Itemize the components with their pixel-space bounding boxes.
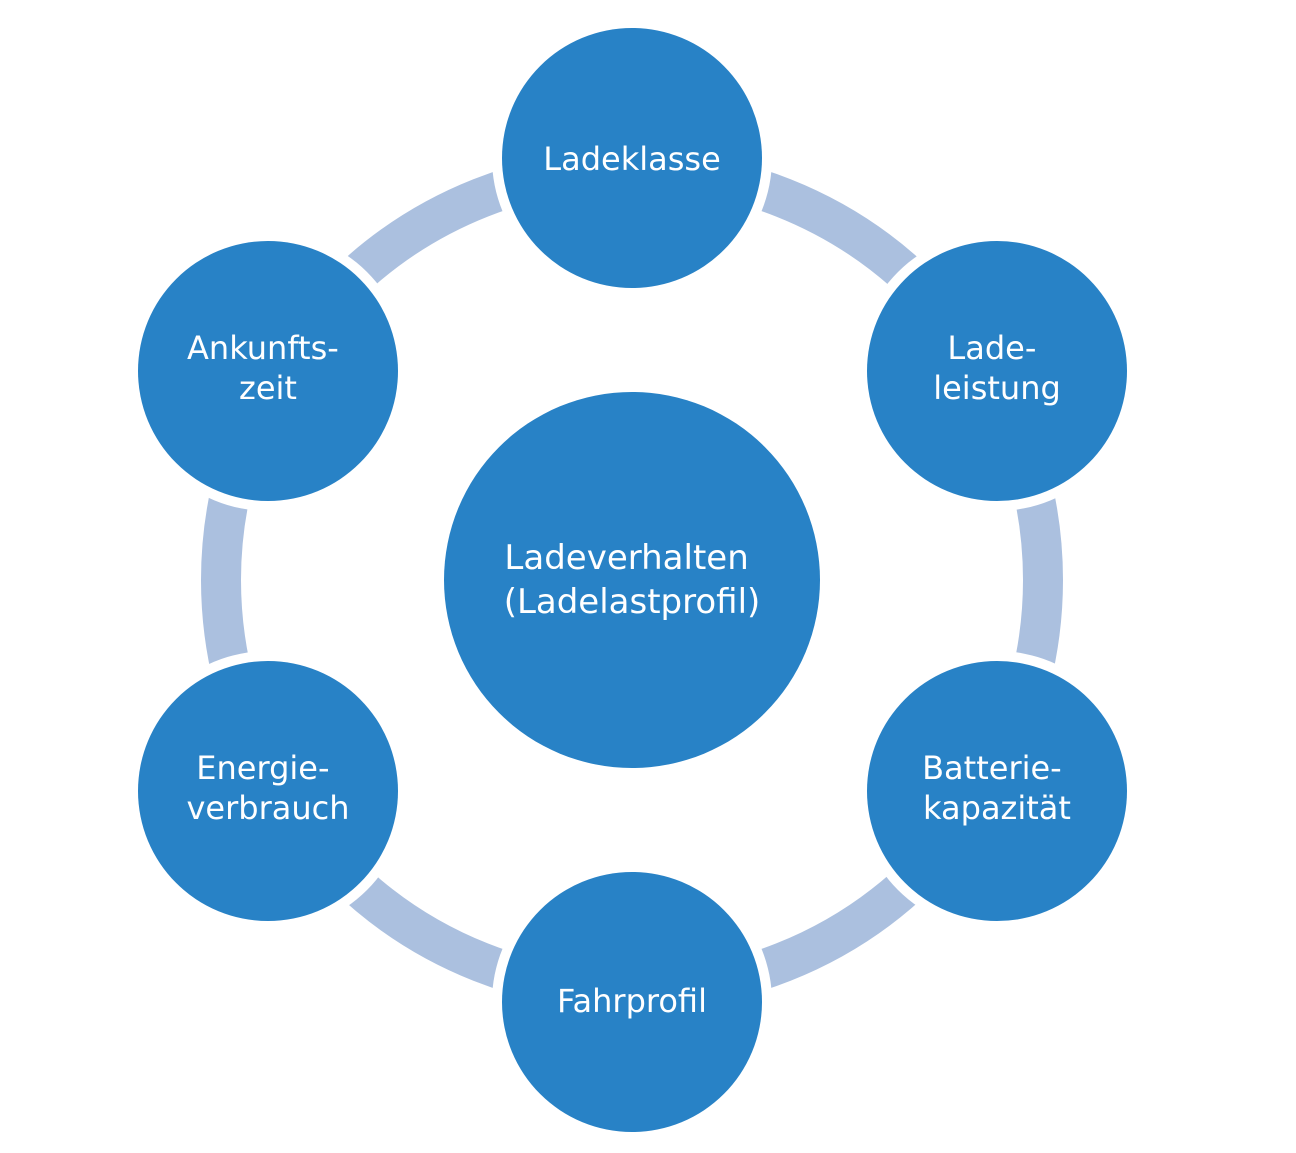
node-fahrprofil-label: Fahrprofil xyxy=(557,982,707,1020)
node-ladeleistung-label: Lade- leistung xyxy=(933,329,1061,407)
node-energieverbrauch: Energie- verbrauch xyxy=(128,651,408,931)
node-ankunftszeit-label: Ankunfts- zeit xyxy=(187,329,349,407)
node-fahrprofil: Fahrprofil xyxy=(492,862,772,1142)
node-batteriekapazitaet: Batterie- kapazität xyxy=(857,651,1137,931)
node-energieverbrauch-label: Energie- verbrauch xyxy=(186,749,349,827)
node-batteriekapazitaet-label: Batterie- kapazität xyxy=(922,749,1072,827)
center-label: Ladeverhalten (Ladelastprofil) xyxy=(504,538,761,622)
node-ladeleistung: Lade- leistung xyxy=(857,231,1137,511)
node-ankunftszeit: Ankunfts- zeit xyxy=(128,231,408,511)
node-ladeklasse-label: Ladeklasse xyxy=(543,140,721,178)
node-ladeklasse: Ladeklasse xyxy=(492,18,772,298)
center-node: Ladeverhalten (Ladelastprofil) xyxy=(444,392,820,768)
